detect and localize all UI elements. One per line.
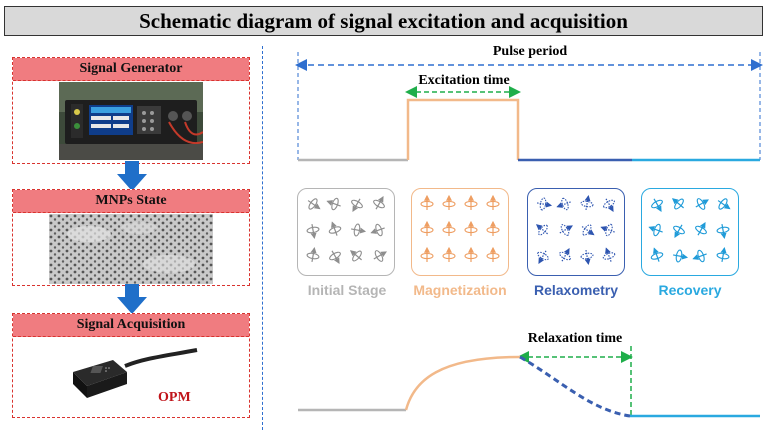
signal-generator-panel: Signal Generator (12, 57, 250, 164)
opm-label: OPM (158, 390, 191, 406)
down-arrow-icon (117, 161, 147, 191)
initial-stage-box (297, 188, 395, 276)
magnetization-box (411, 188, 509, 276)
excitation-time-label: Excitation time (412, 73, 516, 89)
signal-generator-header: Signal Generator (13, 58, 249, 81)
response-relaxation (520, 357, 630, 416)
relaxometry-box (527, 188, 625, 276)
mnps-state-header: MNPs State (13, 190, 249, 213)
signal-generator-photo (59, 82, 203, 160)
mnps-state-panel: MNPs State (12, 189, 250, 286)
relaxometry-label: Relaxometry (516, 282, 636, 298)
waveform-excitation (408, 100, 518, 160)
down-arrow-icon (117, 284, 147, 314)
diagram-title: Schematic diagram of signal excitation a… (139, 9, 628, 34)
relaxation-time-label: Relaxation time (520, 331, 630, 347)
recovery-box (641, 188, 739, 276)
pulse-period-label: Pulse period (470, 44, 590, 60)
initial-stage-label: Initial Stage (287, 282, 407, 298)
title-bar: Schematic diagram of signal excitation a… (4, 6, 763, 36)
signal-acquisition-panel: Signal Acquisition OPM (12, 313, 250, 418)
signal-acquisition-header: Signal Acquisition (13, 314, 249, 337)
recovery-label: Recovery (630, 282, 750, 298)
mnp-micrograph (49, 214, 213, 284)
response-magnetization (406, 357, 520, 410)
magnetization-label: Magnetization (400, 282, 520, 298)
opm-sensor-photo (65, 344, 215, 404)
section-divider (262, 46, 263, 430)
